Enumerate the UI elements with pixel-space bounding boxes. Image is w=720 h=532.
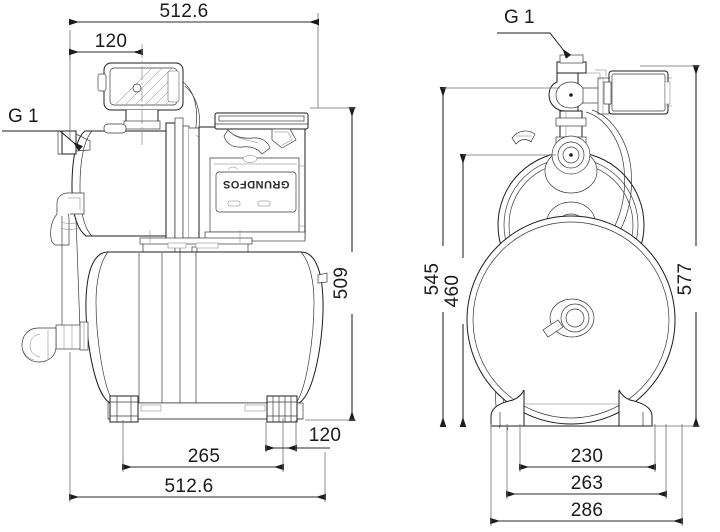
dim-label-512-6-top: 512.6 — [159, 1, 208, 22]
terminal-box-front — [97, 62, 184, 130]
terminal-box-side — [603, 70, 672, 115]
dim-motor-offset-top: 120 — [69, 31, 143, 145]
motor-body-front: GRUNDFOS — [198, 112, 309, 242]
pressure-tank-side — [466, 215, 676, 425]
dim-overall-width-top: 512.6 — [69, 1, 319, 26]
support-feet-side — [490, 389, 653, 427]
front-view-dimensions: 512.6 120 509 265 — [2, 1, 356, 502]
dim-label-577: 577 — [675, 263, 696, 296]
dim-height-545: 545 — [422, 87, 560, 427]
dim-label-120-top: 120 — [95, 31, 128, 52]
dim-label-230: 230 — [571, 446, 604, 467]
side-view-geometry — [466, 54, 676, 431]
dim-label-263: 263 — [571, 473, 604, 494]
dim-base-286: 286 — [490, 424, 683, 526]
dim-base-263: 263 — [506, 424, 667, 499]
pressure-tank-front — [85, 251, 328, 404]
dim-foot-offset: 120 — [265, 420, 350, 452]
discharge-tee-side — [548, 54, 610, 148]
dim-height-460: 460 — [442, 154, 556, 427]
dim-label-265: 265 — [188, 446, 221, 467]
dim-label-120-bottom: 120 — [309, 425, 342, 446]
brand-logo-text: GRUNDFOS — [223, 178, 290, 190]
dim-overall-height-front: 509 — [305, 107, 356, 421]
feet-front — [109, 395, 298, 423]
dim-height-577: 577 — [640, 65, 700, 427]
callout-g1-side: G 1 — [497, 7, 572, 59]
dim-label-286: 286 — [571, 500, 604, 521]
front-view-geometry: GRUNDFOS — [21, 62, 328, 423]
dim-label-512-6-bottom: 512.6 — [164, 476, 213, 497]
dim-base-230: 230 — [519, 424, 656, 472]
dim-label-509: 509 — [331, 267, 352, 300]
callout-label-g1-side: G 1 — [504, 7, 535, 28]
suction-pipe-front — [21, 192, 89, 363]
callout-label-g1-front: G 1 — [8, 106, 39, 127]
callout-g1-front: G 1 — [2, 106, 83, 152]
dim-label-460: 460 — [442, 275, 463, 308]
side-view-dimensions: 545 460 577 230 — [422, 7, 700, 526]
dim-label-545: 545 — [422, 263, 443, 296]
dim-overall-width-bottom: 512.6 — [69, 352, 326, 502]
